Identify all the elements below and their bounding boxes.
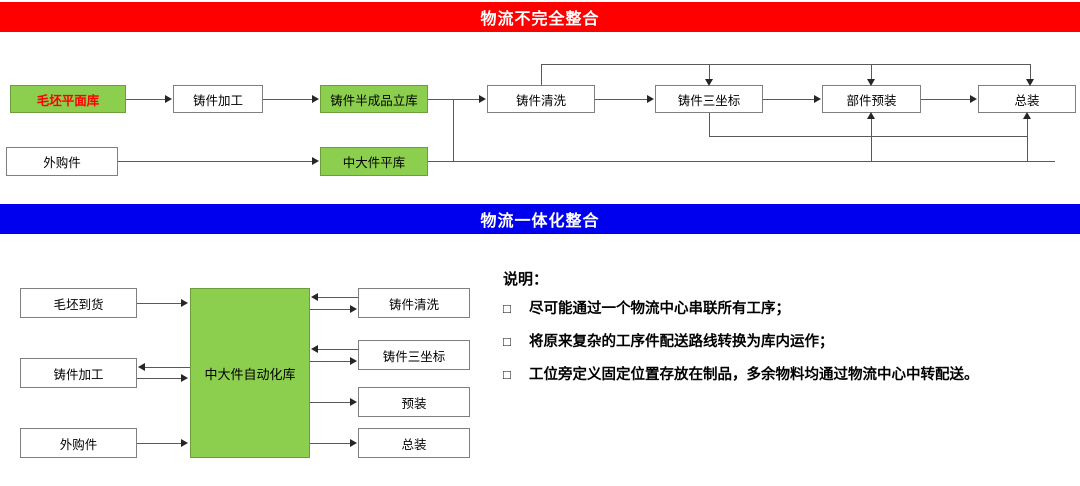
arrowhead-right	[181, 438, 188, 447]
arrowhead-right	[350, 304, 357, 313]
square-bullet-icon: □	[503, 301, 511, 316]
node-label: 毛坯平面库	[36, 93, 100, 108]
connector-blank-to-machining	[126, 99, 166, 100]
node-casting-cmm[interactable]: 铸件三坐标	[655, 85, 763, 113]
node-label: 铸件三坐标	[677, 93, 741, 108]
node-label: 铸件加工	[53, 367, 104, 382]
arrowhead-left	[311, 292, 318, 301]
node-casting-cleaning[interactable]: 铸件清洗	[487, 85, 595, 113]
node-final-assembly-bottom[interactable]: 总装	[358, 428, 470, 458]
node-purchased-parts-bottom[interactable]: 外购件	[20, 428, 137, 458]
connector-bus-to-final	[1027, 116, 1028, 161]
connector-cmm-lane	[709, 136, 1028, 137]
connector-lane-to-preassembly	[871, 64, 872, 80]
note-text: 将原来复杂的工序件配送路线转换为库内运作；	[529, 334, 834, 351]
node-preassembly-bottom[interactable]: 预装	[358, 387, 470, 417]
connector-lane-to-final	[1030, 64, 1031, 80]
section-banner-incomplete-integration: 物流不完全整合	[0, 2, 1080, 32]
connector-cmm-to-preassembly	[763, 99, 815, 100]
node-component-preassembly[interactable]: 部件预装	[822, 85, 921, 113]
connector-bus-to-preassembly	[871, 116, 872, 161]
node-casting-semifinished-vertical-warehouse[interactable]: 铸件半成品立库	[320, 85, 428, 113]
arrowhead-right	[479, 94, 486, 103]
arrowhead-right	[350, 356, 357, 365]
connector-purchased-to-flatwarehouse	[118, 161, 313, 162]
note-item: □ 将原来复杂的工序件配送路线转换为库内运作；	[503, 332, 1063, 353]
arrowhead-right	[350, 438, 357, 447]
connector-blankarrival-to-hub	[137, 303, 182, 304]
connector-flatwarehouse-bus	[428, 161, 1055, 162]
connector-hub-to-final	[310, 443, 351, 444]
node-purchased-parts[interactable]: 外购件	[6, 147, 118, 176]
note-text: 工位旁定义固定位置存放在制品，多余物料均通过物流中心中转配送。	[529, 367, 979, 384]
node-label: 中大件平库	[342, 156, 406, 170]
node-label: 总装	[1014, 93, 1040, 108]
node-label: 铸件加工	[192, 93, 243, 108]
node-label: 外购件	[43, 156, 81, 170]
node-medium-large-flat-warehouse[interactable]: 中大件平库	[320, 147, 428, 176]
arrowhead-up	[866, 112, 875, 119]
arrowhead-right	[181, 298, 188, 307]
node-blank-arrival[interactable]: 毛坯到货	[20, 288, 137, 318]
arrowhead-right	[312, 94, 319, 103]
arrowhead-down	[1025, 79, 1034, 86]
arrowhead-right	[970, 94, 977, 103]
node-label: 铸件清洗	[515, 93, 566, 108]
node-label: 铸件三坐标	[382, 349, 446, 364]
node-label: 部件预装	[846, 93, 897, 108]
connector-hub-to-machining	[144, 367, 190, 368]
connector-cleaning-to-hub	[317, 297, 358, 298]
arrowhead-right	[312, 156, 319, 165]
connector-cmm-to-hub	[317, 349, 358, 350]
note-item: □ 工位旁定义固定位置存放在制品，多余物料均通过物流中心中转配送。	[503, 365, 1063, 386]
square-bullet-icon: □	[503, 367, 511, 383]
arrowhead-up	[1022, 112, 1031, 119]
arrowhead-right	[350, 397, 357, 406]
node-label: 铸件清洗	[388, 297, 439, 312]
node-blank-flat-warehouse[interactable]: 毛坯平面库	[10, 85, 126, 113]
square-bullet-icon: □	[503, 334, 511, 350]
node-casting-machining[interactable]: 铸件加工	[173, 85, 263, 113]
connector-cmm-down	[709, 113, 710, 136]
node-hub-automated-warehouse[interactable]: 中大件自动化库	[190, 288, 310, 458]
node-label: 总装	[401, 437, 427, 452]
arrowhead-right	[181, 373, 188, 382]
banner-title-middle: 物流一体化整合	[480, 213, 600, 230]
arrowhead-down	[866, 79, 875, 86]
connector-semifinished-down	[453, 99, 454, 161]
connector-purchased-to-hub	[137, 443, 182, 444]
connector-hub-to-preassembly	[310, 402, 351, 403]
node-label: 中大件自动化库	[204, 366, 296, 382]
node-label: 外购件	[59, 437, 98, 452]
node-label: 预装	[401, 396, 427, 411]
arrowhead-down	[704, 79, 713, 86]
arrowhead-right	[814, 94, 821, 103]
node-label: 毛坯到货	[53, 297, 104, 312]
arrowhead-right	[165, 94, 172, 103]
node-casting-machining-bottom[interactable]: 铸件加工	[20, 358, 137, 388]
arrowhead-left	[138, 362, 145, 371]
arrowhead-left	[311, 344, 318, 353]
connector-semifinished-to-cleaning	[428, 99, 480, 100]
connector-lane-to-cmm	[709, 64, 710, 80]
connector-cleaning-up	[541, 64, 542, 85]
connector-hub-to-cmm	[310, 361, 351, 362]
connector-top-return-lane	[541, 64, 1031, 65]
note-text: 尽可能通过一个物流中心串联所有工序；	[529, 301, 790, 317]
connector-hub-to-cleaning	[310, 309, 351, 310]
node-casting-cmm-bottom[interactable]: 铸件三坐标	[358, 340, 470, 370]
connector-machining-to-hub	[137, 378, 182, 379]
connector-cleaning-to-cmm	[595, 99, 648, 100]
connector-preassembly-to-final	[921, 99, 971, 100]
section-banner-integrated-logistics: 物流一体化整合	[0, 204, 1080, 234]
node-label: 铸件半成品立库	[330, 93, 418, 108]
arrowhead-right	[647, 94, 654, 103]
note-item: □ 尽可能通过一个物流中心串联所有工序；	[503, 299, 1063, 320]
notes-title: 说明：	[503, 271, 549, 288]
connector-machining-to-semifinished	[263, 99, 313, 100]
node-final-assembly[interactable]: 总装	[978, 85, 1076, 113]
notes-panel: 说明： □ 尽可能通过一个物流中心串联所有工序； □ 将原来复杂的工序件配送路线…	[503, 268, 1063, 398]
node-casting-cleaning-bottom[interactable]: 铸件清洗	[358, 288, 470, 318]
banner-title-top: 物流不完全整合	[480, 11, 600, 28]
